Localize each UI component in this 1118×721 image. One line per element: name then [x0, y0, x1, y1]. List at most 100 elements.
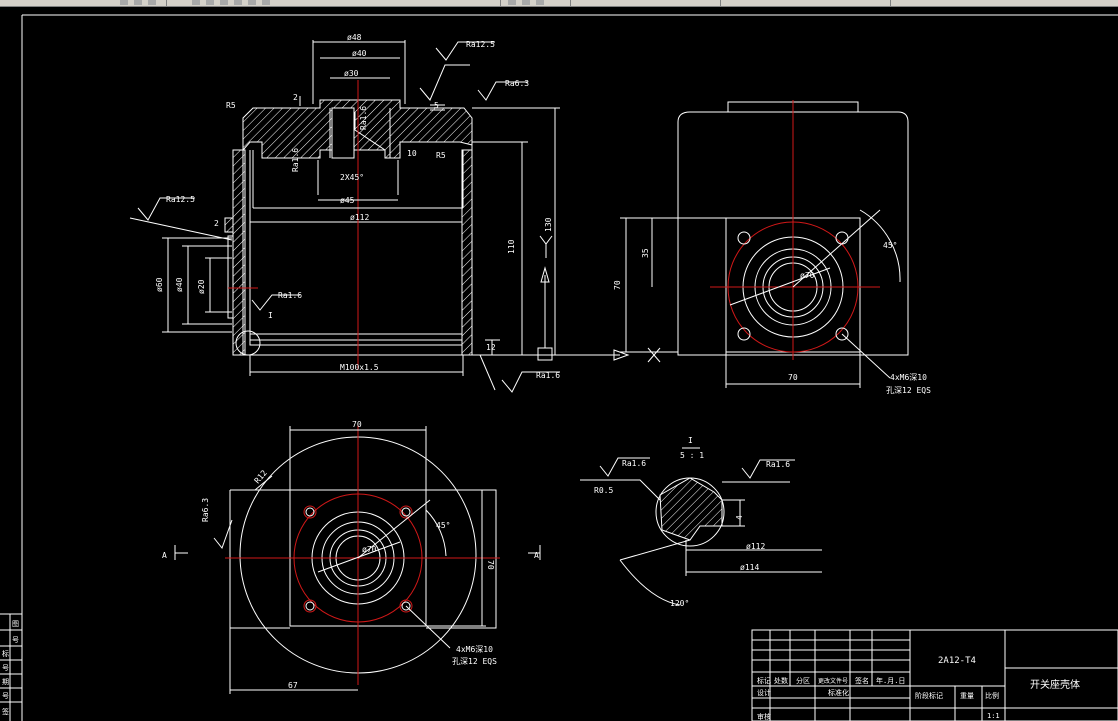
title-block — [751, 629, 1118, 721]
toolbar-button[interactable] — [248, 0, 256, 5]
ra-16-left: Ra1.6 — [278, 291, 302, 300]
toolbar-separator — [166, 0, 167, 6]
ra-left: Ra12.5 — [166, 195, 195, 204]
toolbar-separator — [720, 0, 721, 6]
dim-20: ø20 — [197, 279, 206, 294]
left-strip-table — [0, 613, 22, 721]
drawing-frame — [21, 14, 1118, 721]
left-strip-text: 图 — [12, 620, 19, 628]
tb-weight: 重量 — [960, 692, 974, 700]
left-strip-text: 标 — [2, 649, 9, 658]
dim-2-top: 2 — [293, 93, 298, 102]
tb-stage-mark: 阶段标记 — [915, 691, 943, 700]
dim-40: ø40 — [175, 277, 184, 292]
top-height-70: 70 — [486, 560, 495, 570]
top-bore — [331, 107, 355, 159]
ra-16-inner-a: Ra1.6 — [291, 148, 300, 172]
side-holes-note-2: 孔深12 EQS — [886, 386, 931, 395]
toolbar-button[interactable] — [522, 0, 530, 5]
toolbar-button[interactable] — [120, 0, 128, 5]
left-strip-text: 期 — [2, 678, 9, 686]
ra-top: Ra12.5 — [466, 40, 495, 49]
bore-lower: ø45 — [340, 196, 355, 205]
tb-date: 年.月.日 — [876, 676, 905, 685]
dim-2-left: 2 — [214, 219, 219, 228]
r5-left: R5 — [226, 101, 236, 110]
left-strip-text: 号 — [2, 664, 9, 672]
tb-zone: 分区 — [796, 676, 810, 685]
left-strip-text: 签 — [2, 707, 9, 716]
detail-label: I — [688, 436, 693, 445]
detail-dia-112: ø112 — [746, 542, 765, 551]
side-width-70: 70 — [788, 373, 798, 382]
tb-scale: 比例 — [985, 691, 999, 700]
detail-scale: 5 : 1 — [680, 451, 704, 460]
toolbar-button[interactable] — [508, 0, 516, 5]
detail-dia-114: ø114 — [740, 563, 759, 572]
detail-ra-left: Ra1.6 — [622, 459, 646, 468]
detail-label: I — [268, 311, 273, 320]
toolbar-button[interactable] — [536, 0, 544, 5]
toolbar-button[interactable] — [234, 0, 242, 5]
tb-scale-value: 1:1 — [987, 712, 1000, 720]
top-ra63: Ra6.3 — [201, 498, 210, 522]
detail-marker-circle[interactable] — [235, 330, 261, 356]
tb-design: 设计 — [757, 688, 771, 697]
top-r12: R12 — [253, 468, 269, 485]
side-holes-note-1: 4xM6深10 — [890, 373, 927, 382]
tb-mark: 标记 — [757, 676, 771, 685]
tb-sign: 签名 — [855, 676, 869, 685]
dim-top-mid: ø40 — [352, 49, 367, 58]
material-label: 2A12-T4 — [938, 656, 976, 666]
ra-16-bottom: Ra1.6 — [536, 371, 560, 380]
top-holes-note-2: 孔深12 EQS — [452, 657, 497, 666]
toolbar-button[interactable] — [148, 0, 156, 5]
toolbar-button[interactable] — [192, 0, 200, 5]
dim-10: 10 — [407, 149, 417, 158]
side-height-70: 70 — [613, 280, 622, 290]
top-offset-67: 67 — [288, 681, 298, 690]
dim-60: ø60 — [155, 277, 164, 292]
dim-5: 5 — [434, 101, 439, 110]
side-height-35: 35 — [641, 248, 650, 258]
toolbar-button[interactable] — [206, 0, 214, 5]
top-width-70: 70 — [352, 420, 362, 429]
ra-63: Ra6.3 — [505, 79, 529, 88]
detail-angle-120: 120° — [670, 599, 689, 608]
detail-dim-4: 4 — [735, 515, 744, 520]
r5-right: R5 — [436, 151, 446, 160]
tb-count: 处数 — [774, 676, 788, 685]
detail-view — [580, 447, 822, 606]
toolbar-separator — [890, 0, 891, 6]
detail-ra-right: Ra1.6 — [766, 460, 790, 469]
toolbar-button[interactable] — [220, 0, 228, 5]
left-strip-text: 号 — [12, 636, 19, 644]
dim-top-outer: ø48 — [347, 33, 362, 42]
toolbar-separator — [570, 0, 571, 6]
side-angle: 45° — [883, 241, 897, 250]
tb-review: 审核 — [757, 712, 771, 721]
side-view — [620, 100, 909, 388]
top-view — [174, 425, 541, 694]
toolbar-button[interactable] — [262, 0, 270, 5]
body-outline — [242, 118, 473, 356]
left-strip-text: 号 — [2, 692, 9, 700]
tb-standard: 标准化 — [828, 688, 849, 697]
part-name: 开关座壳体 — [1030, 678, 1080, 691]
section-mark-right: A — [534, 551, 539, 560]
side-body-outline — [677, 111, 909, 356]
top-bore: ø70 — [362, 545, 377, 554]
chamfer-label: 2X45° — [340, 173, 364, 182]
dim-top-bore: ø30 — [344, 69, 359, 78]
dim-110: 110 — [507, 239, 516, 254]
toolbar-separator — [500, 0, 501, 6]
ra-16-inner-b: Ra1.6 — [359, 106, 368, 130]
dim-130: 130 — [544, 217, 553, 232]
detail-r05: R0.5 — [594, 486, 613, 495]
left-wall-section — [232, 149, 246, 356]
toolbar-button[interactable] — [134, 0, 142, 5]
toolbar-strip — [0, 0, 1118, 7]
top-angle: 45° — [436, 521, 450, 530]
